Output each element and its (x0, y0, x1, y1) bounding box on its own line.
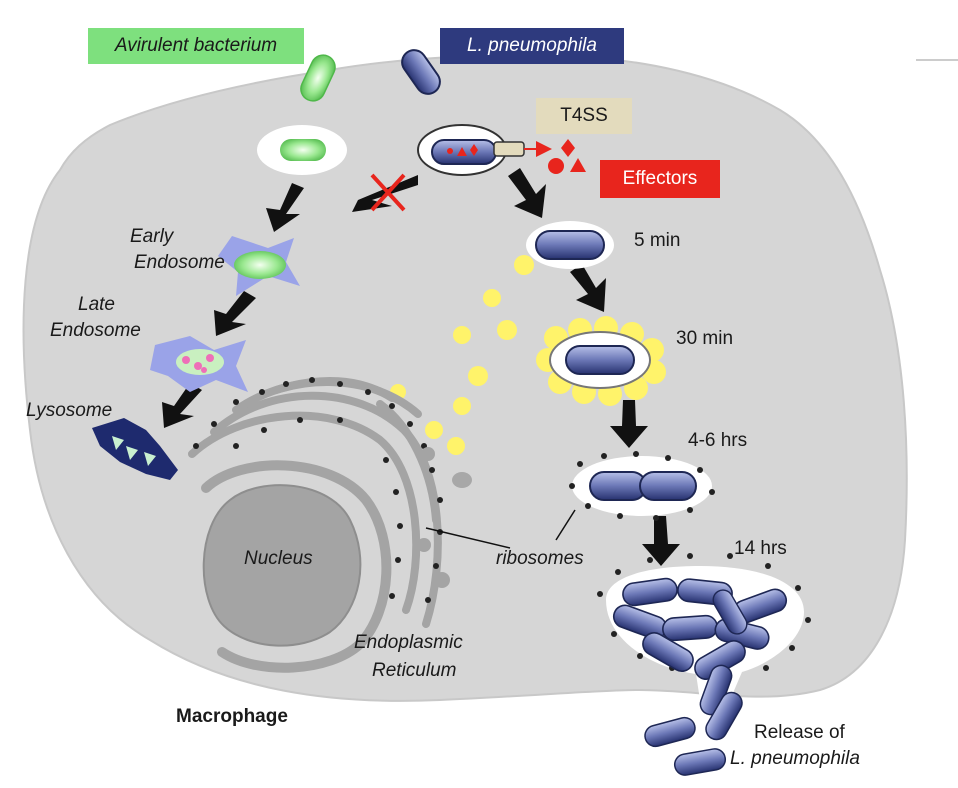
lysosome-label: Lysosome (26, 400, 113, 421)
effector-circle-out (548, 158, 564, 174)
er-vesicle-grey (452, 472, 472, 488)
time-14hrs-label: 14 hrs (734, 538, 787, 559)
endoplasmic-reticulum (188, 376, 442, 628)
ribosome-dots-4-6hrs (569, 451, 715, 521)
bacterium-4-6hrs-a (589, 471, 647, 501)
ribosomes-label: ribosomes (496, 548, 584, 569)
ribosomes-pointer-er (425, 527, 511, 549)
pneumophila-bacterium-entering (401, 49, 441, 95)
effector-triangle (457, 147, 467, 156)
early-endosome-label-1: Early (130, 226, 174, 247)
er-ribosome-dots (193, 377, 443, 603)
nuclear-envelope (201, 460, 392, 673)
avirulent-bacterium (280, 139, 326, 161)
lysosome-triangles (112, 436, 156, 466)
time-4-6hrs-label: 4-6 hrs (688, 430, 748, 451)
t4ss-tag: T4SS (560, 105, 608, 126)
late-endosome-pink-dots (182, 354, 214, 373)
nucleus (202, 484, 362, 647)
release-label-1: Release of (754, 722, 845, 743)
er-label-2: Reticulum (372, 660, 457, 681)
ribosomes-pointer-vacuole (555, 509, 576, 541)
effector-dot (447, 148, 453, 154)
avirulent-tag-bg (88, 28, 304, 64)
early-endosome-bacterium (234, 251, 286, 279)
macrophage-label: Macrophage (176, 706, 288, 727)
avirulent-tag: Avirulent bacterium (114, 35, 278, 56)
t4ss-tag-bg (536, 98, 632, 134)
release-label-2: L. pneumophila (730, 748, 860, 769)
pneumophila-tag: L. pneumophila (467, 35, 597, 56)
effector-diamond-out (561, 139, 575, 157)
er-blebs (417, 447, 450, 588)
bacterium-30min (565, 345, 635, 375)
time-5min-label: 5 min (634, 230, 681, 251)
late-endosome-label-1: Late (78, 294, 115, 315)
effector-triangle-out (570, 158, 586, 172)
bacterium-5min (535, 230, 605, 260)
effectors-tag-bg (600, 160, 720, 198)
ribosome-dots-14hrs (597, 553, 811, 671)
blocked-x-mark (370, 173, 406, 212)
t4ss-apparatus (493, 141, 525, 157)
time-30min-label: 30 min (676, 328, 734, 349)
effectors-tag: Effectors (622, 168, 698, 189)
early-endosome-label-2: Endosome (134, 252, 225, 273)
er-label-1: Endoplasmic (354, 632, 463, 653)
effector-diamond (470, 144, 478, 156)
bacterium-4-6hrs-b (639, 471, 697, 501)
late-endosome-label-2: Endosome (50, 320, 141, 341)
pathway-arrows (162, 168, 680, 566)
nucleus-label: Nucleus (244, 548, 313, 569)
avirulent-bacterium-entering (300, 54, 336, 102)
pneumophila-tag-bg (440, 28, 624, 64)
